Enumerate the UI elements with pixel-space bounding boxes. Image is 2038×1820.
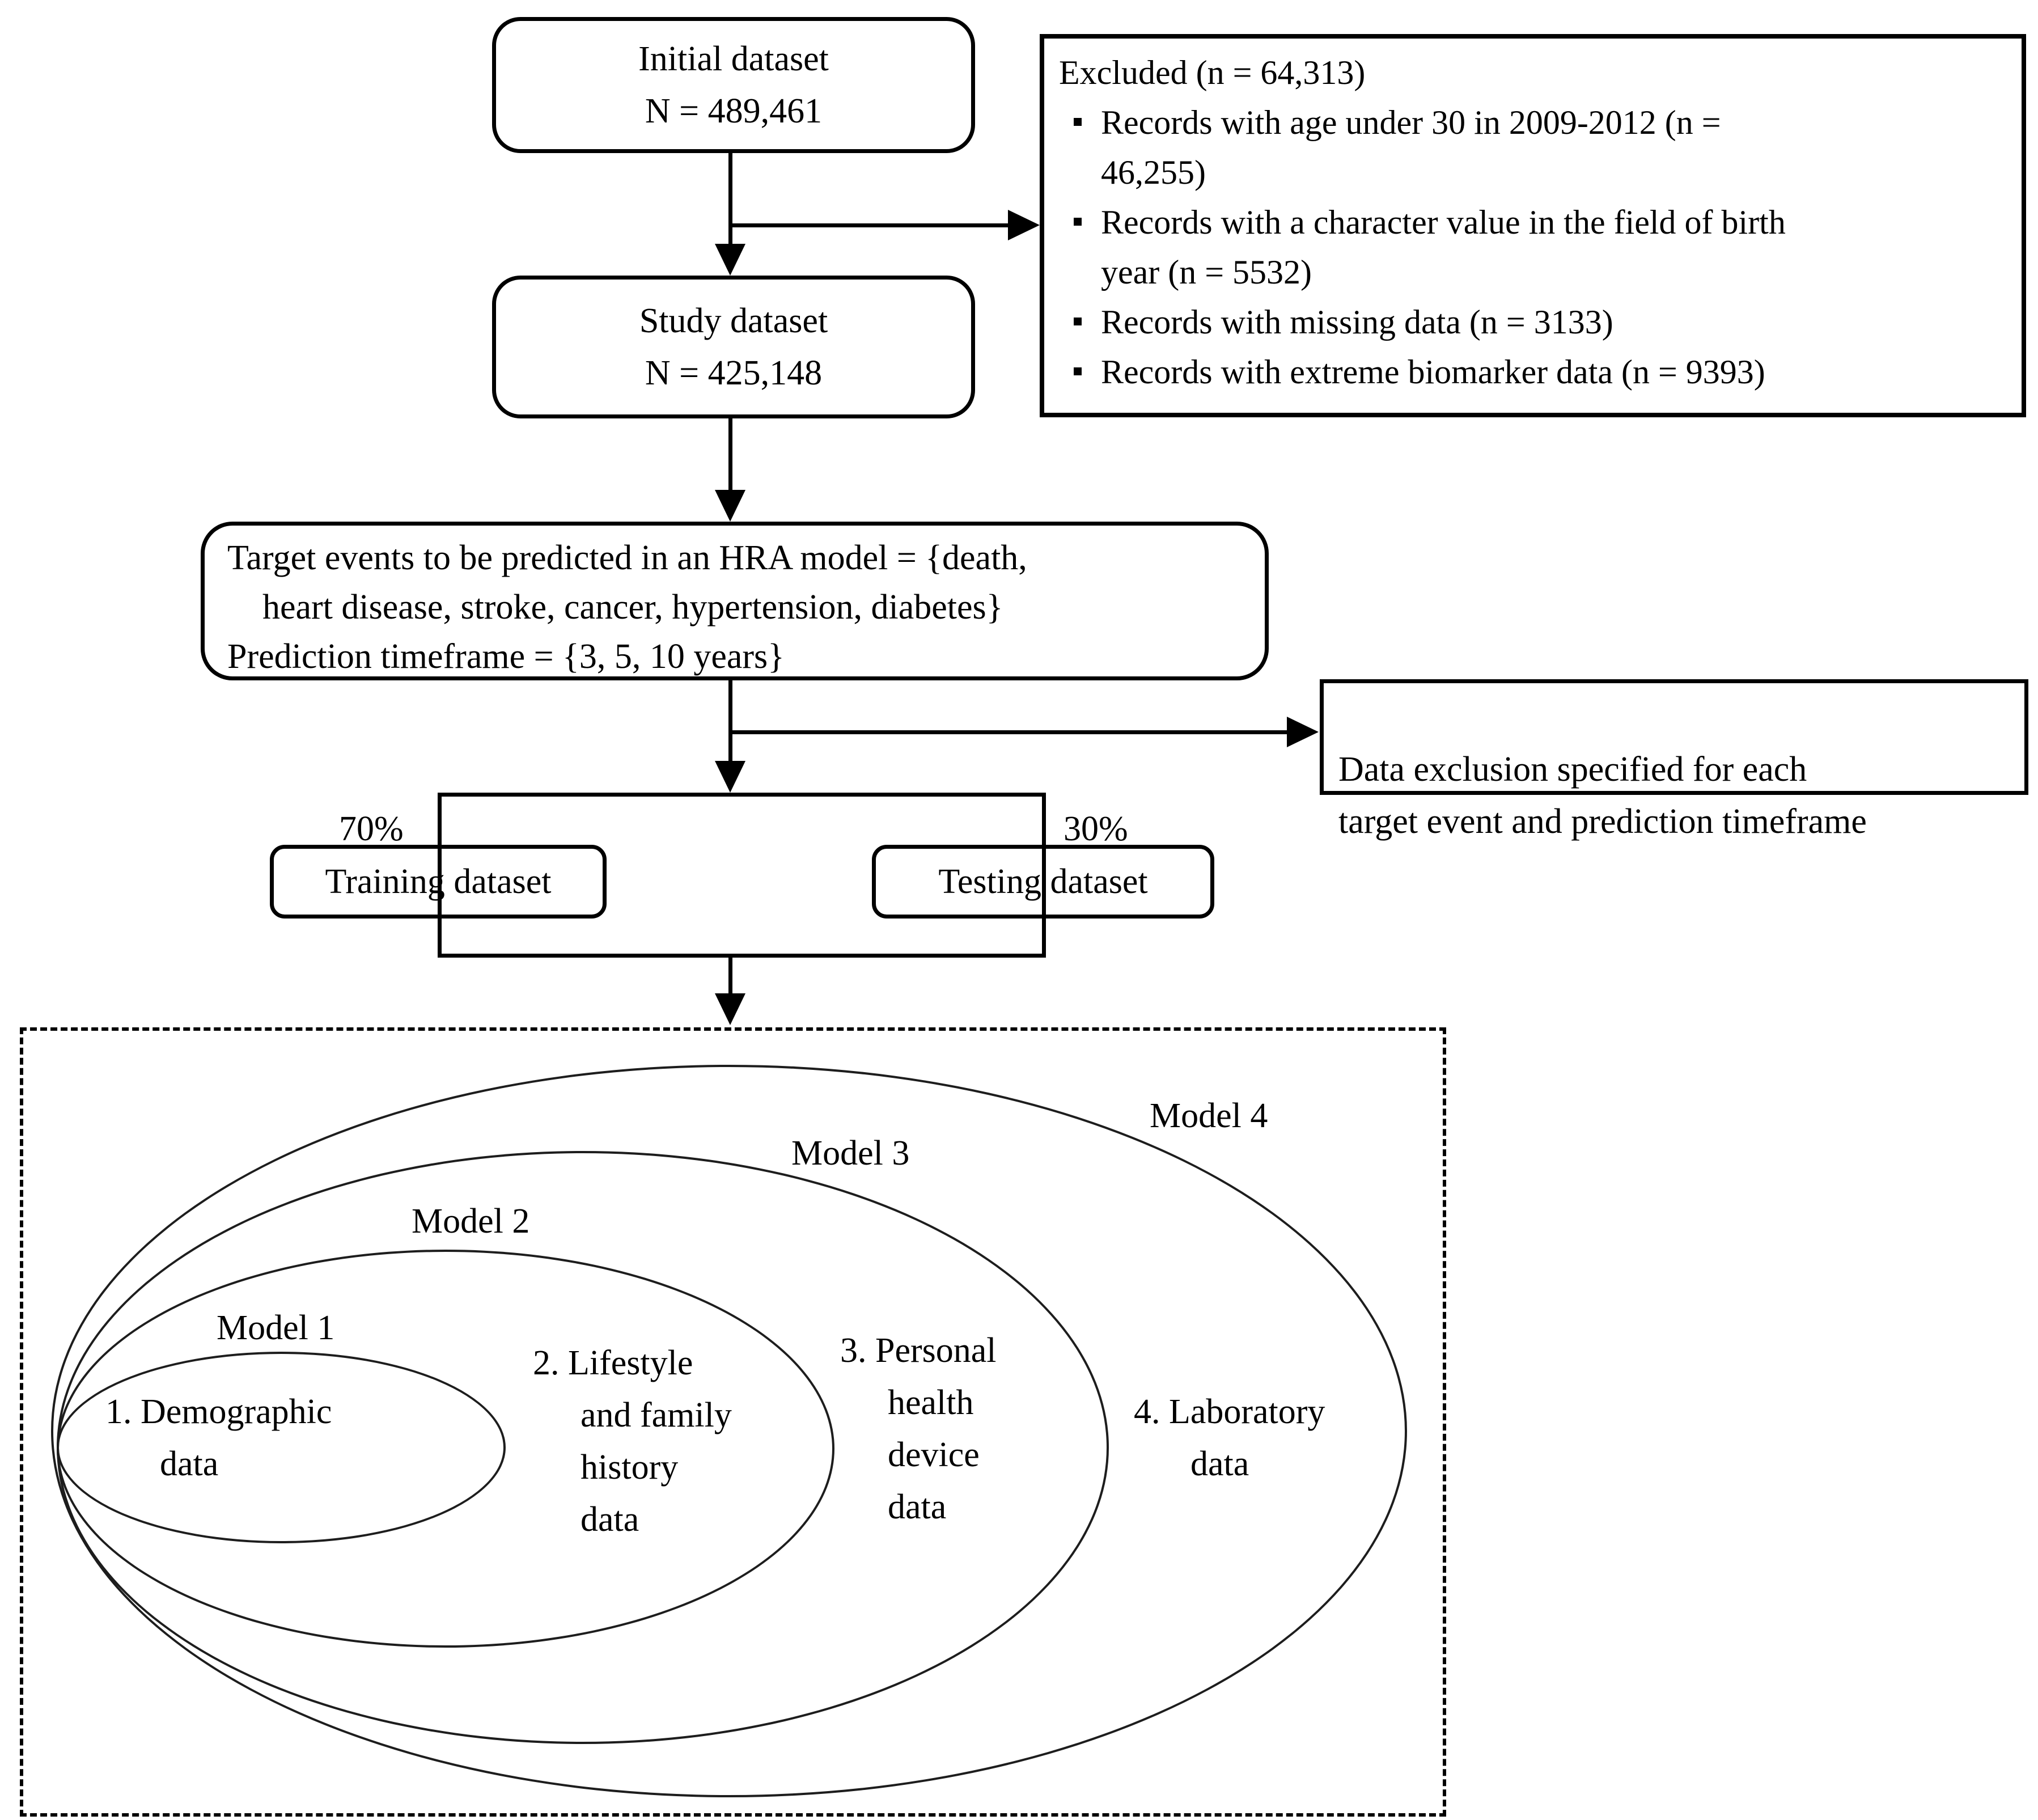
excluded-item-text: Records with missing data (n = 3133) xyxy=(1101,303,1613,341)
training-percent-label: 70% xyxy=(339,810,404,848)
data-exclusion-text: Data exclusion specified for each target… xyxy=(1338,750,1867,841)
excluded-box: Excluded (n = 64,313) Records with age u… xyxy=(1040,34,2026,417)
bullet-square-icon xyxy=(1074,318,1082,325)
arrow-initial-to-study-head xyxy=(715,244,745,276)
model4-text-line: data xyxy=(1190,1445,1249,1483)
data-exclusion-box: Data exclusion specified for each target… xyxy=(1320,679,2028,841)
model2-text-line: and family xyxy=(581,1396,732,1434)
model2-label: Model 2 xyxy=(412,1202,530,1241)
model3-label: Model 3 xyxy=(791,1134,910,1173)
model1-text-line: data xyxy=(160,1445,219,1483)
target-events-line2: heart disease, stroke, cancer, hypertens… xyxy=(262,588,1003,627)
initial-dataset-box: Initial dataset N = 489,461 xyxy=(492,17,975,153)
split-top-bar xyxy=(438,793,1046,797)
excluded-item: Records with extreme biomarker data (n =… xyxy=(1059,347,2007,397)
excluded-list: Records with age under 30 in 2009-2012 (… xyxy=(1059,98,2007,397)
merge-bottom-bar xyxy=(438,954,1046,958)
model3-text-line: device xyxy=(888,1436,980,1474)
split-left-leg xyxy=(438,793,442,957)
arrow-to-data-exclusion-head xyxy=(1287,717,1319,747)
model2-text: 2. Lifestyle and family history data xyxy=(533,1337,732,1546)
excluded-item: Records with missing data (n = 3133) xyxy=(1059,297,2007,347)
bullet-square-icon xyxy=(1074,367,1082,375)
model1-label: Model 1 xyxy=(217,1309,335,1347)
excluded-item-text: Records with age under 30 in 2009-2012 (… xyxy=(1101,104,1721,191)
arrow-to-models-head xyxy=(715,993,745,1025)
model4-ellipse xyxy=(51,1065,1407,1797)
initial-dataset-title: Initial dataset xyxy=(638,40,829,78)
model2-text-line: data xyxy=(581,1500,639,1539)
testing-percent-label: 30% xyxy=(1064,810,1128,848)
model1-text: 1. Demographic data xyxy=(105,1386,332,1490)
bullet-square-icon xyxy=(1074,218,1082,226)
model1-text-line: 1. Demographic xyxy=(105,1392,332,1431)
model3-text-line: data xyxy=(888,1488,947,1526)
arrow-target-to-split-line xyxy=(728,679,732,763)
arrow-study-to-target-line xyxy=(728,417,732,491)
model4-text-line: 4. Laboratory xyxy=(1134,1392,1325,1431)
arrow-to-excluded-head xyxy=(1008,210,1040,240)
excluded-item-text: Records with a character value in the fi… xyxy=(1101,204,1786,291)
model3-text: 3. Personal health device data xyxy=(840,1324,997,1533)
split-right-leg xyxy=(1042,793,1046,957)
study-dataset-box: Study dataset N = 425,148 xyxy=(492,276,975,418)
target-events-box: Target events to be predicted in an HRA … xyxy=(201,522,1269,680)
excluded-item: Records with a character value in the fi… xyxy=(1059,197,2007,297)
study-dataset-title: Study dataset xyxy=(639,302,828,340)
arrow-to-models-line xyxy=(728,957,732,996)
excluded-title: Excluded (n = 64,313) xyxy=(1059,54,1366,91)
target-events-line1: Target events to be predicted in an HRA … xyxy=(227,539,1027,577)
model4-text: 4. Laboratory data xyxy=(1134,1386,1325,1490)
bullet-square-icon xyxy=(1074,118,1082,126)
model4-label: Model 4 xyxy=(1150,1097,1268,1135)
arrow-target-to-split-head xyxy=(715,761,745,793)
arrow-initial-to-study-line xyxy=(728,150,732,247)
model3-text-line: 3. Personal xyxy=(840,1331,997,1370)
arrow-to-data-exclusion-line xyxy=(728,730,1288,734)
model3-text-line: health xyxy=(888,1383,974,1422)
target-events-line3: Prediction timeframe = {3, 5, 10 years} xyxy=(227,637,785,676)
excluded-item: Records with age under 30 in 2009-2012 (… xyxy=(1059,98,2007,197)
model2-text-line: 2. Lifestyle xyxy=(533,1344,693,1382)
arrow-to-excluded-line xyxy=(728,223,1009,227)
excluded-item-text: Records with extreme biomarker data (n =… xyxy=(1101,353,1765,391)
arrow-study-to-target-head xyxy=(715,490,745,522)
initial-dataset-n: N = 489,461 xyxy=(645,92,823,130)
model1-ellipse xyxy=(57,1352,506,1543)
model2-text-line: history xyxy=(581,1448,679,1487)
study-dataset-n: N = 425,148 xyxy=(645,354,823,392)
